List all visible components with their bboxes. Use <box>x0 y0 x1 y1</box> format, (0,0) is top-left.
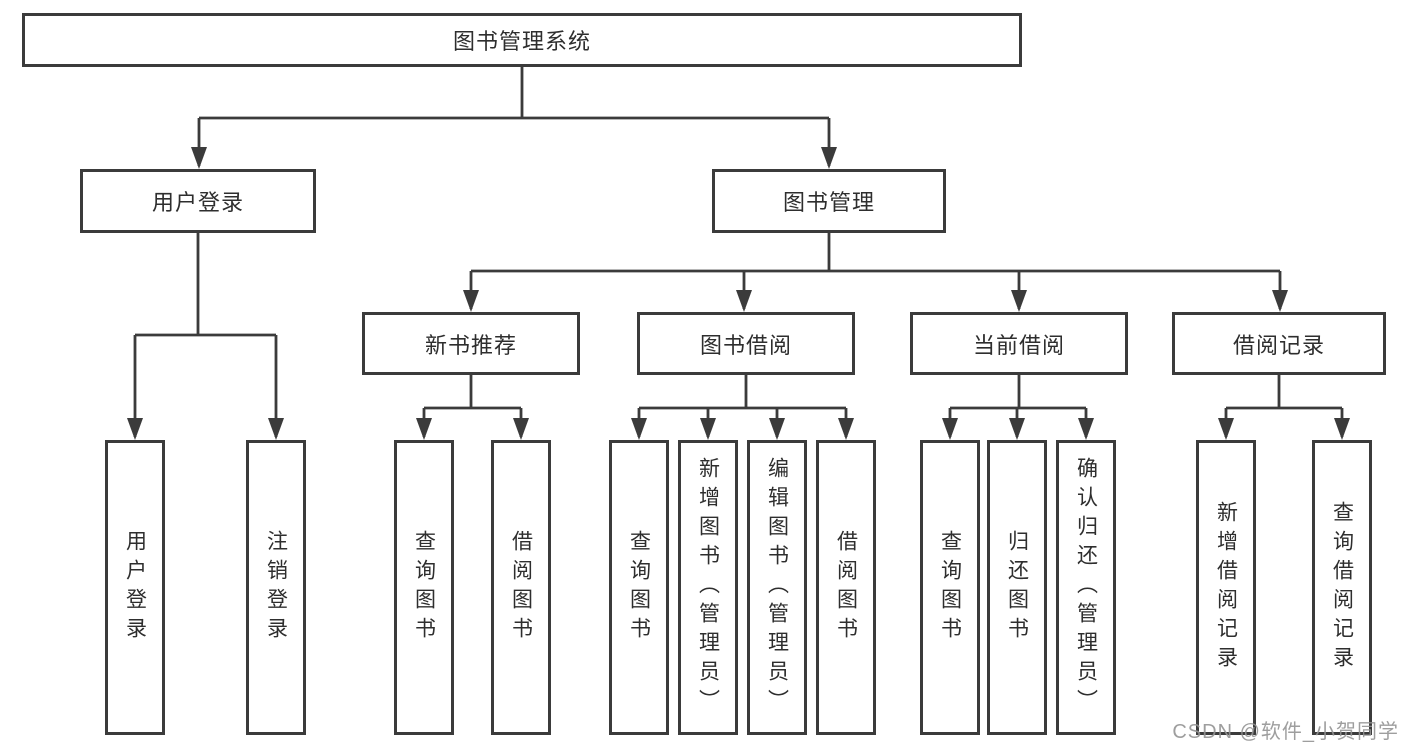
leaf-label: 注销登录 <box>264 529 288 646</box>
leaf-label: 新增借阅记录 <box>1214 500 1238 675</box>
node-label: 图书借阅 <box>699 332 792 358</box>
leaf-current-return-books: 归还图书 <box>987 440 1047 735</box>
node-new-book-recommend: 新书推荐 <box>362 312 580 375</box>
node-label: 图书管理系统 <box>452 29 591 54</box>
connector-user-login-branch <box>127 233 284 440</box>
node-library-management-system: 图书管理系统 <box>22 13 1022 67</box>
leaf-current-query-books: 查询图书 <box>920 440 980 735</box>
leaf-borrow-query-books: 查询图书 <box>609 440 669 735</box>
connector-borrow-records-branch <box>1218 375 1350 440</box>
node-book-management: 图书管理 <box>712 169 946 233</box>
leaf-label: 查询图书 <box>938 529 962 646</box>
leaf-borrow-add-books-admin: 新增图书（管理员） <box>678 440 738 735</box>
connector-current-borrow-branch <box>942 375 1094 440</box>
leaf-label: 借阅图书 <box>509 529 533 646</box>
leaf-label: 查询借阅记录 <box>1330 500 1354 675</box>
leaf-label: 新增图书（管理员） <box>696 457 720 718</box>
connector-book-mgmt-branch <box>463 233 1288 312</box>
node-label: 用户登录 <box>151 190 244 215</box>
leaf-label: 查询图书 <box>412 529 436 646</box>
leaf-label: 查询图书 <box>627 529 651 646</box>
leaf-label: 确认归还（管理员） <box>1074 457 1098 718</box>
node-label: 借阅记录 <box>1232 332 1325 358</box>
leaf-user-login: 用户登录 <box>105 440 165 735</box>
leaf-borrow-edit-books-admin: 编辑图书（管理员） <box>747 440 807 735</box>
leaf-add-borrow-record: 新增借阅记录 <box>1196 440 1256 735</box>
connector-root-to-level1 <box>191 67 837 169</box>
leaf-label: 编辑图书（管理员） <box>765 457 789 718</box>
node-label: 当前借阅 <box>972 332 1065 358</box>
leaf-query-borrow-record: 查询借阅记录 <box>1312 440 1372 735</box>
node-user-login: 用户登录 <box>80 169 316 233</box>
leaf-label: 用户登录 <box>123 529 147 646</box>
node-borrow-records: 借阅记录 <box>1172 312 1386 375</box>
leaf-recommend-borrow-books: 借阅图书 <box>491 440 551 735</box>
leaf-current-confirm-return-admin: 确认归还（管理员） <box>1056 440 1116 735</box>
node-label: 新书推荐 <box>424 332 517 358</box>
node-label: 图书管理 <box>782 190 875 215</box>
leaf-logout: 注销登录 <box>246 440 306 735</box>
leaf-recommend-query-books: 查询图书 <box>394 440 454 735</box>
connector-recommend-branch <box>416 375 529 440</box>
node-book-borrow: 图书借阅 <box>637 312 855 375</box>
connector-book-borrow-branch <box>631 375 854 440</box>
csdn-watermark: CSDN @软件_小贺同学 <box>1172 721 1399 743</box>
leaf-borrow-borrow-books: 借阅图书 <box>816 440 876 735</box>
leaf-label: 借阅图书 <box>834 529 858 646</box>
leaf-label: 归还图书 <box>1005 529 1029 646</box>
node-current-borrow: 当前借阅 <box>910 312 1128 375</box>
